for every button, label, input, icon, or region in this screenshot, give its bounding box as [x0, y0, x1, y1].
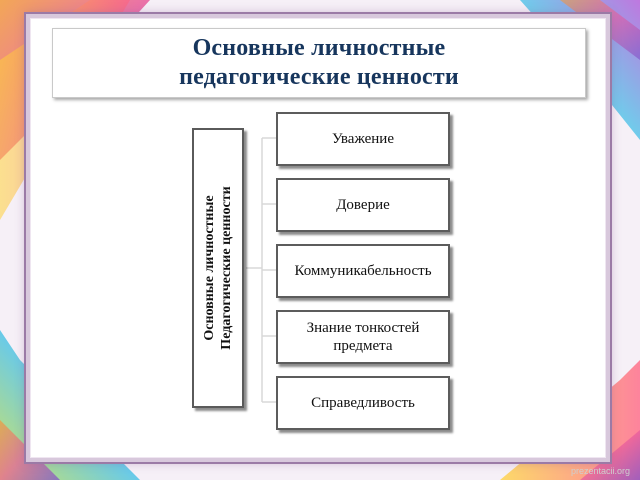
title-line-2: педагогические ценности — [179, 64, 459, 90]
category-box: Основные личностные Педагогические ценно… — [192, 128, 244, 408]
value-box-subject-knowledge: Знание тонкостей предмета — [276, 310, 450, 364]
category-label: Основные личностные Педагогические ценно… — [201, 134, 235, 402]
title-line-1: Основные личностные — [192, 35, 446, 61]
watermark: prezentacii.org — [570, 466, 630, 476]
value-box-sociability: Коммуникабельность — [276, 244, 450, 298]
category-label-line-2: Педагогические ценности — [219, 186, 234, 350]
category-label-line-1: Основные личностные — [202, 195, 217, 341]
value-box-respect: Уважение — [276, 112, 450, 166]
value-box-fairness: Справедливость — [276, 376, 450, 430]
value-box-trust: Доверие — [276, 178, 450, 232]
title-box: Основные личностные педагогические ценно… — [52, 28, 586, 98]
